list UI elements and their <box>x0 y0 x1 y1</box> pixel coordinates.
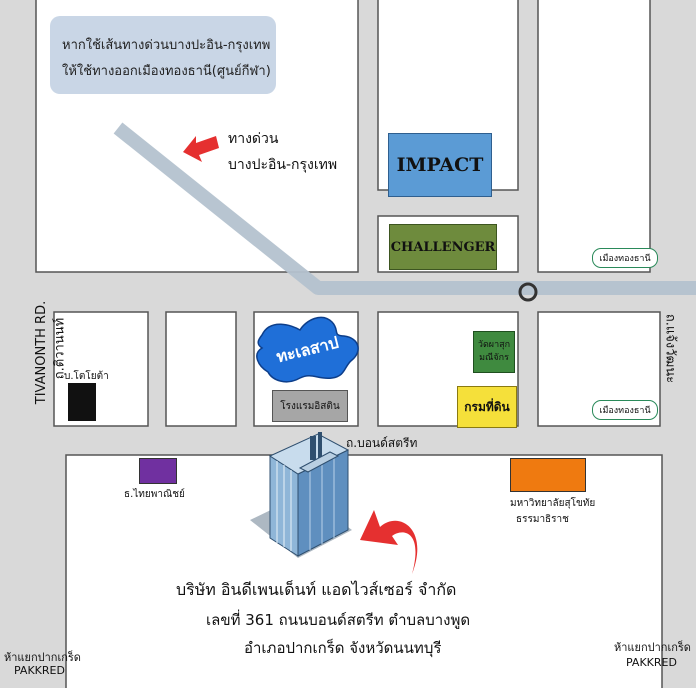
hotel-building: โรงแรมอิสติน <box>272 390 348 422</box>
office-tower-icon <box>250 432 352 558</box>
note-line-2: ให้ใช้ทางออกเมืองทองธานี(ศูนย์กีฬา) <box>62 64 271 79</box>
expressway-line <box>113 122 696 295</box>
tivanon-road-th: ถ.ติวานนท์ <box>52 317 68 380</box>
toyota-label: บ.โตโยต้า <box>64 371 109 382</box>
block-mid-2 <box>165 311 237 427</box>
muangthong-top-label: เมืองทองธานี <box>592 248 658 268</box>
muangthong-right-label: เมืองทองธานี <box>592 400 658 420</box>
tivanon-road-en: TIVANONTH RD. <box>34 300 50 405</box>
university-label-1: มหาวิทยาลัยสุโขทัย <box>510 498 596 509</box>
pakkred-right-th: ห้าแยกปากเกร็ด <box>614 641 691 654</box>
note-line-1: หากใช้เส้นทางด่วนบางปะอิน-กรุงเทพ <box>62 38 271 53</box>
temple-label-2: มณีจักร <box>479 353 509 363</box>
toyota-building <box>68 383 96 421</box>
company-address-1: เลขที่ 361 ถนนบอนด์สตรีท ตำบลบางพูด <box>206 611 471 629</box>
expressway-note: หากใช้เส้นทางด่วนบางปะอิน-กรุงเทพ ให้ใช้… <box>50 16 276 94</box>
red-left-arrow-icon <box>183 136 219 162</box>
temple-building: วัดผาสุก มณีจักร <box>473 331 515 373</box>
lake-shape <box>256 316 359 383</box>
thai-bank-label: ธ.ไทยพาณิชย์ <box>124 489 185 500</box>
thai-bank-building <box>139 458 177 484</box>
block-bottom <box>65 454 663 688</box>
pakkred-left-en: PAKKRED <box>14 664 65 677</box>
company-address-2: อำเภอปากเกร็ด จังหวัดนนทบุรี <box>244 639 442 657</box>
expressway-label-1: ทางด่วน <box>228 131 279 147</box>
impact-building: IMPACT <box>388 133 492 197</box>
challenger-building: CHALLENGER <box>389 224 497 270</box>
chaengwattana-road-th: ถ.แจ้งวัฒนะ <box>662 313 678 384</box>
bond-street-label: ถ.บอนด์สตรีท <box>346 436 418 450</box>
university-building <box>510 458 586 492</box>
pakkred-right-en: PAKKRED <box>626 656 677 669</box>
block-top-right <box>537 0 651 273</box>
university-label-2: ธรรมาธิราช <box>516 514 569 525</box>
pakkred-left-th: ห้าแยกปากเกร็ด <box>4 651 81 664</box>
red-curved-arrow-icon <box>360 510 418 574</box>
land-dept-building: กรมที่ดิน <box>457 386 517 428</box>
expressway-label-2: บางปะอิน-กรุงเทพ <box>228 157 338 173</box>
company-name: บริษัท อินดีเพนเด็นท์ แอดไวส์เซอร์ จำกัด <box>176 580 457 599</box>
temple-label-1: วัดผาสุก <box>477 340 511 351</box>
circle-marker-icon <box>518 282 538 302</box>
